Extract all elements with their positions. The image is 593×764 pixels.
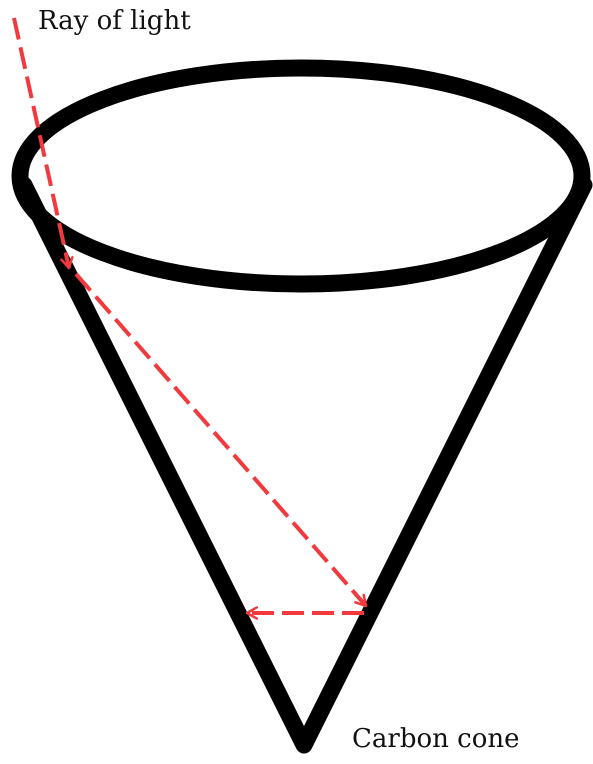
ray-of-light-label: Ray of light [38,6,191,36]
carbon-cone-label: Carbon cone [352,724,519,754]
cone-rim [20,68,582,284]
reflected-ray-arrow-1 [76,274,366,606]
cone-body [24,185,584,745]
